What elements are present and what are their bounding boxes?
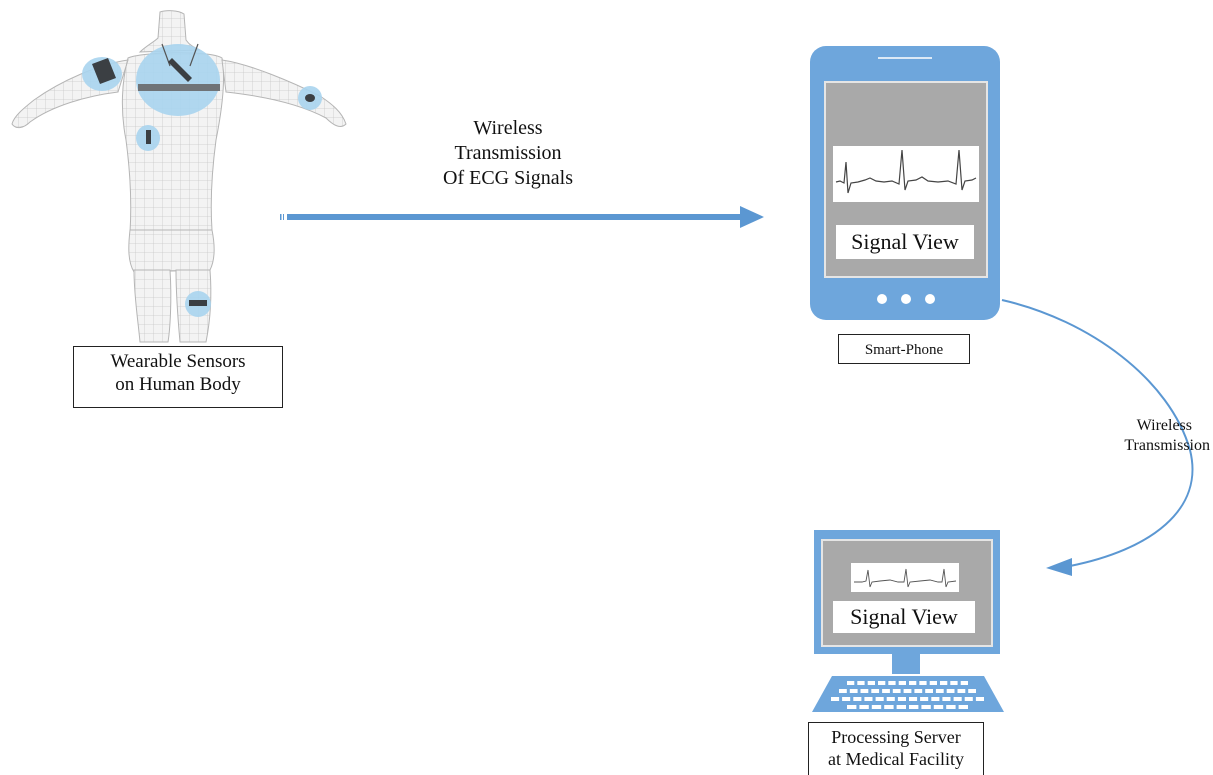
keyboard-key [946, 705, 956, 709]
keyboard-key [903, 689, 912, 693]
keyboard-key [968, 689, 976, 693]
keyboard-key [867, 681, 875, 685]
keyboard-key [882, 689, 890, 693]
keyboard-key [909, 681, 917, 685]
server-signal-view-label: Signal View [833, 601, 975, 633]
curve-caption: Wireless Transmission [1060, 416, 1210, 456]
smartphone-label: Smart-Phone [838, 334, 970, 364]
keyboard-key [878, 681, 886, 685]
keyboard-key [875, 697, 884, 701]
curved-transmission-arrow [1001, 299, 1194, 576]
server-ecg-trace [854, 568, 957, 588]
phone-ecg-panel [833, 146, 979, 202]
keyboard-key [898, 681, 906, 685]
curve-caption-line2: Transmission [1124, 437, 1210, 454]
keyboard-key [909, 705, 919, 709]
keyboard-keys [831, 681, 984, 709]
keyboard-key [853, 697, 862, 701]
keyboard-key [935, 689, 944, 693]
keyboard-key [931, 697, 940, 701]
arrow-caption-line1: Wireless [473, 117, 543, 139]
keyboard-key [886, 697, 895, 701]
keyboard-key [950, 681, 958, 685]
keyboard-key [921, 705, 931, 709]
keyboard-key [946, 689, 955, 693]
processing-server-label-line1: Processing Server [831, 727, 961, 747]
keyboard-key [842, 697, 851, 701]
waist-sensor [136, 125, 160, 151]
ankle-sensor [185, 291, 211, 317]
arm-sensor [82, 57, 122, 91]
keyboard-key [964, 697, 973, 701]
keyboard-key [860, 689, 869, 693]
keyboard-key [857, 681, 865, 685]
smartphone-icon [810, 46, 1000, 320]
arrow-caption: Wireless Transmission Of ECG Signals [408, 116, 608, 191]
keyboard-key [940, 681, 948, 685]
keyboard-key [859, 705, 869, 709]
keyboard-key [920, 697, 929, 701]
keyboard-key [871, 689, 880, 693]
arrow-caption-line3: Of ECG Signals [443, 167, 573, 189]
keyboard-icon [812, 676, 1004, 712]
keyboard-key [942, 697, 951, 701]
wearable-sensors-label: Wearable Sensors on Human Body [73, 346, 283, 408]
chest-sensor [136, 43, 220, 116]
keyboard-key [975, 697, 984, 701]
keyboard-key [960, 681, 968, 685]
keyboard-key [884, 705, 894, 709]
curve-caption-line1: Wireless [1136, 417, 1192, 434]
wearable-sensors-label-line1: Wearable Sensors [110, 351, 246, 372]
keyboard-key [896, 705, 906, 709]
keyboard-key [925, 689, 933, 693]
keyboard-key [953, 697, 962, 701]
keyboard-key [892, 689, 901, 693]
keyboard-key [871, 705, 882, 709]
keyboard-key [864, 697, 873, 701]
wearable-sensors-label-line2: on Human Body [115, 374, 241, 396]
processing-server-label-line2: at Medical Facility [828, 748, 964, 769]
processing-server-label: Processing Server at Medical Facility [808, 722, 984, 775]
keyboard-key [958, 705, 968, 709]
keyboard-key [897, 697, 906, 701]
arrow-caption-line2: Transmission [454, 142, 562, 164]
keyboard-key [831, 697, 840, 701]
keyboard-key [933, 705, 944, 709]
keyboard-key [847, 681, 855, 685]
keyboard-key [929, 681, 937, 685]
wrist-sensor [298, 86, 322, 110]
phone-signal-view-label: Signal View [836, 225, 974, 259]
keyboard-key [849, 689, 858, 693]
keyboard-key [847, 705, 857, 709]
keyboard-key [839, 689, 847, 693]
keyboard-key [919, 681, 927, 685]
keyboard-key [909, 697, 918, 701]
keyboard-key [957, 689, 966, 693]
transmission-arrow [280, 206, 764, 228]
keyboard-key [914, 689, 923, 693]
keyboard-key [888, 681, 896, 685]
phone-ecg-trace [835, 149, 977, 194]
